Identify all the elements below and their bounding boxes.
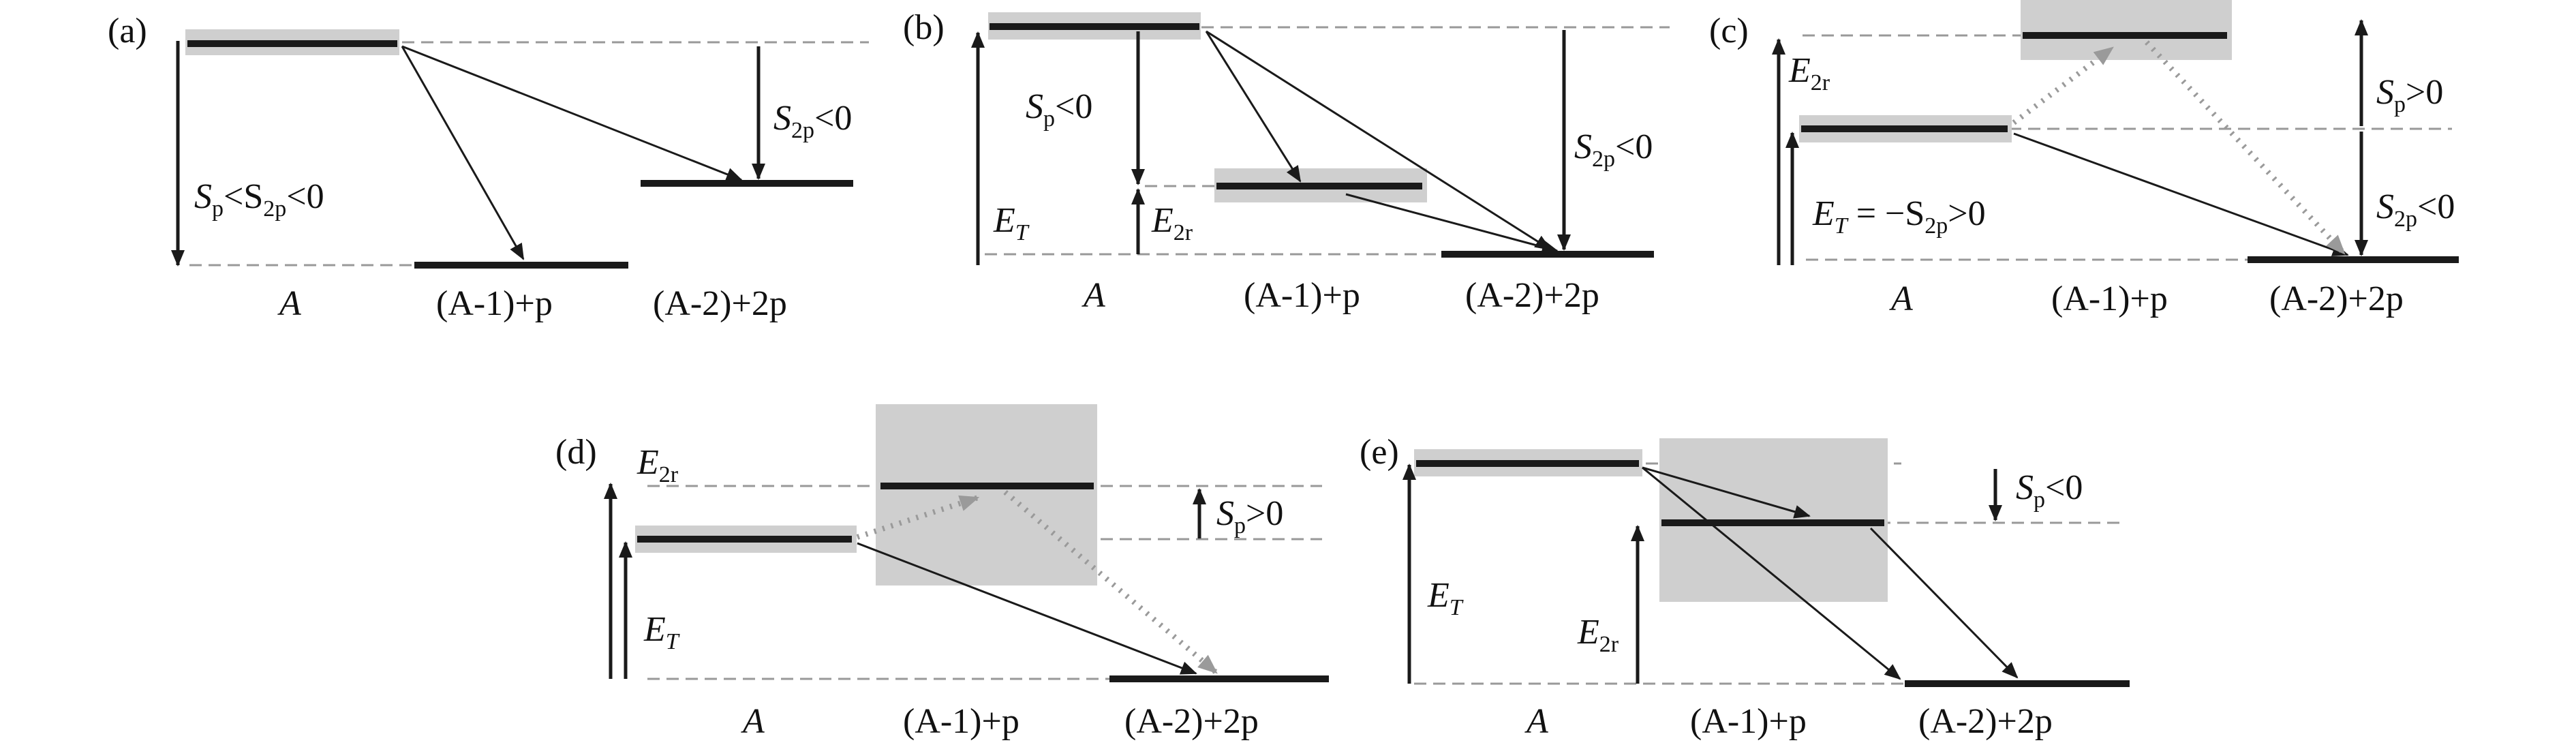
panel-b: (b) Sp<0 ET E2r S2p<0 A (A-1)+p (A-2)+2p (903, 8, 1670, 315)
panel-b-x-A: A (1082, 276, 1105, 315)
panel-c-x-A1: (A-1)+p (2051, 279, 2168, 318)
panel-d-x-A2: (A-2)+2p (1124, 702, 1259, 741)
panel-b-decay-to-A1 (1205, 31, 1302, 183)
panel-e-sp-label: Sp<0 (2016, 468, 2083, 513)
panel-d-et-label: ET (643, 610, 680, 654)
panel-d-x-A1: (A-1)+p (903, 702, 1019, 741)
panel-c-label: (c) (1709, 12, 1749, 50)
panel-a-sp-label: Sp<S2p<0 (194, 177, 324, 222)
panel-b-et-label: ET (993, 201, 1030, 245)
panel-c-dotted-A1-to-A2 (2145, 40, 2346, 256)
panel-b-e2r-label: E2r (1151, 201, 1193, 245)
panel-c-box-A1 (2021, 0, 2232, 60)
panel-e-x-A: A (1524, 702, 1548, 741)
panel-c-x-A: A (1889, 279, 1913, 318)
panel-d-dotted-A1-to-A2 (1003, 489, 1218, 675)
panel-a-decay-to-A2 (401, 45, 743, 181)
panel-d-e2r-label: E2r (637, 443, 679, 487)
panel-a-x-A: A (277, 284, 301, 323)
panel-a-x-A1: (A-1)+p (436, 284, 553, 323)
panel-a-label: (a) (108, 12, 147, 50)
panel-d: (d) E2r ET Sp>0 A (A-1)+p (A-2)+2p (555, 404, 1329, 741)
panel-c-et-label: ET = −S2p>0 (1812, 194, 1986, 239)
panel-e-label: (e) (1360, 433, 1399, 472)
panel-d-x-A: A (741, 702, 765, 741)
panel-e-x-A2: (A-2)+2p (1918, 702, 2053, 741)
panel-a-s2p-label: S2p<0 (773, 99, 852, 143)
panel-e-x-A1: (A-1)+p (1690, 702, 1807, 741)
panel-e-decay-to-A2 (1642, 466, 1901, 680)
panel-d-sp-label: Sp>0 (1216, 494, 1283, 538)
panel-b-decay-A1-to-A2 (1345, 193, 1559, 254)
panel-e-e2r-label: E2r (1577, 613, 1619, 657)
panel-c-dotted-to-A1 (2012, 45, 2115, 125)
panel-b-sp-label: Sp<0 (1026, 87, 1092, 132)
panel-c: (c) E2r ET = −S2p>0 Sp>0 S2p<0 A (A-1)+p… (1709, 0, 2459, 318)
panel-b-s2p-label: S2p<0 (1574, 127, 1653, 172)
panel-a-x-A2: (A-2)+2p (653, 284, 787, 323)
panel-d-decay-to-A2 (857, 542, 1197, 675)
panel-b-label: (b) (903, 8, 945, 47)
panel-e-decay-A1-to-A2 (1869, 527, 2019, 679)
panel-d-label: (d) (555, 433, 597, 472)
panel-b-decay-to-A2 (1206, 30, 1552, 251)
panel-d-dotted-to-A1 (856, 495, 980, 540)
panel-c-s2p-label: S2p<0 (2376, 187, 2455, 232)
panel-b-x-A2: (A-2)+2p (1465, 276, 1599, 315)
panel-c-x-A2: (A-2)+2p (2269, 279, 2404, 318)
panel-d-box-A1 (876, 404, 1097, 586)
panel-b-x-A1: (A-1)+p (1244, 276, 1360, 315)
panel-c-sp-label: Sp>0 (2376, 73, 2443, 117)
panel-e-et-label: ET (1427, 576, 1464, 620)
panel-c-e2r-label: E2r (1788, 51, 1830, 95)
panel-a-decay-to-A1 (401, 46, 525, 260)
panel-e: (e) ET E2r Sp<0 A (A-1)+p (A-2)+2p (1360, 433, 2130, 741)
panel-a: (a) Sp<S2p<0 S2p<0 A (A-1)+p (A-2)+2p (108, 12, 869, 323)
panel-e-decay-to-A1 (1642, 466, 1811, 519)
panel-c-decay-to-A2 (2013, 132, 2349, 256)
